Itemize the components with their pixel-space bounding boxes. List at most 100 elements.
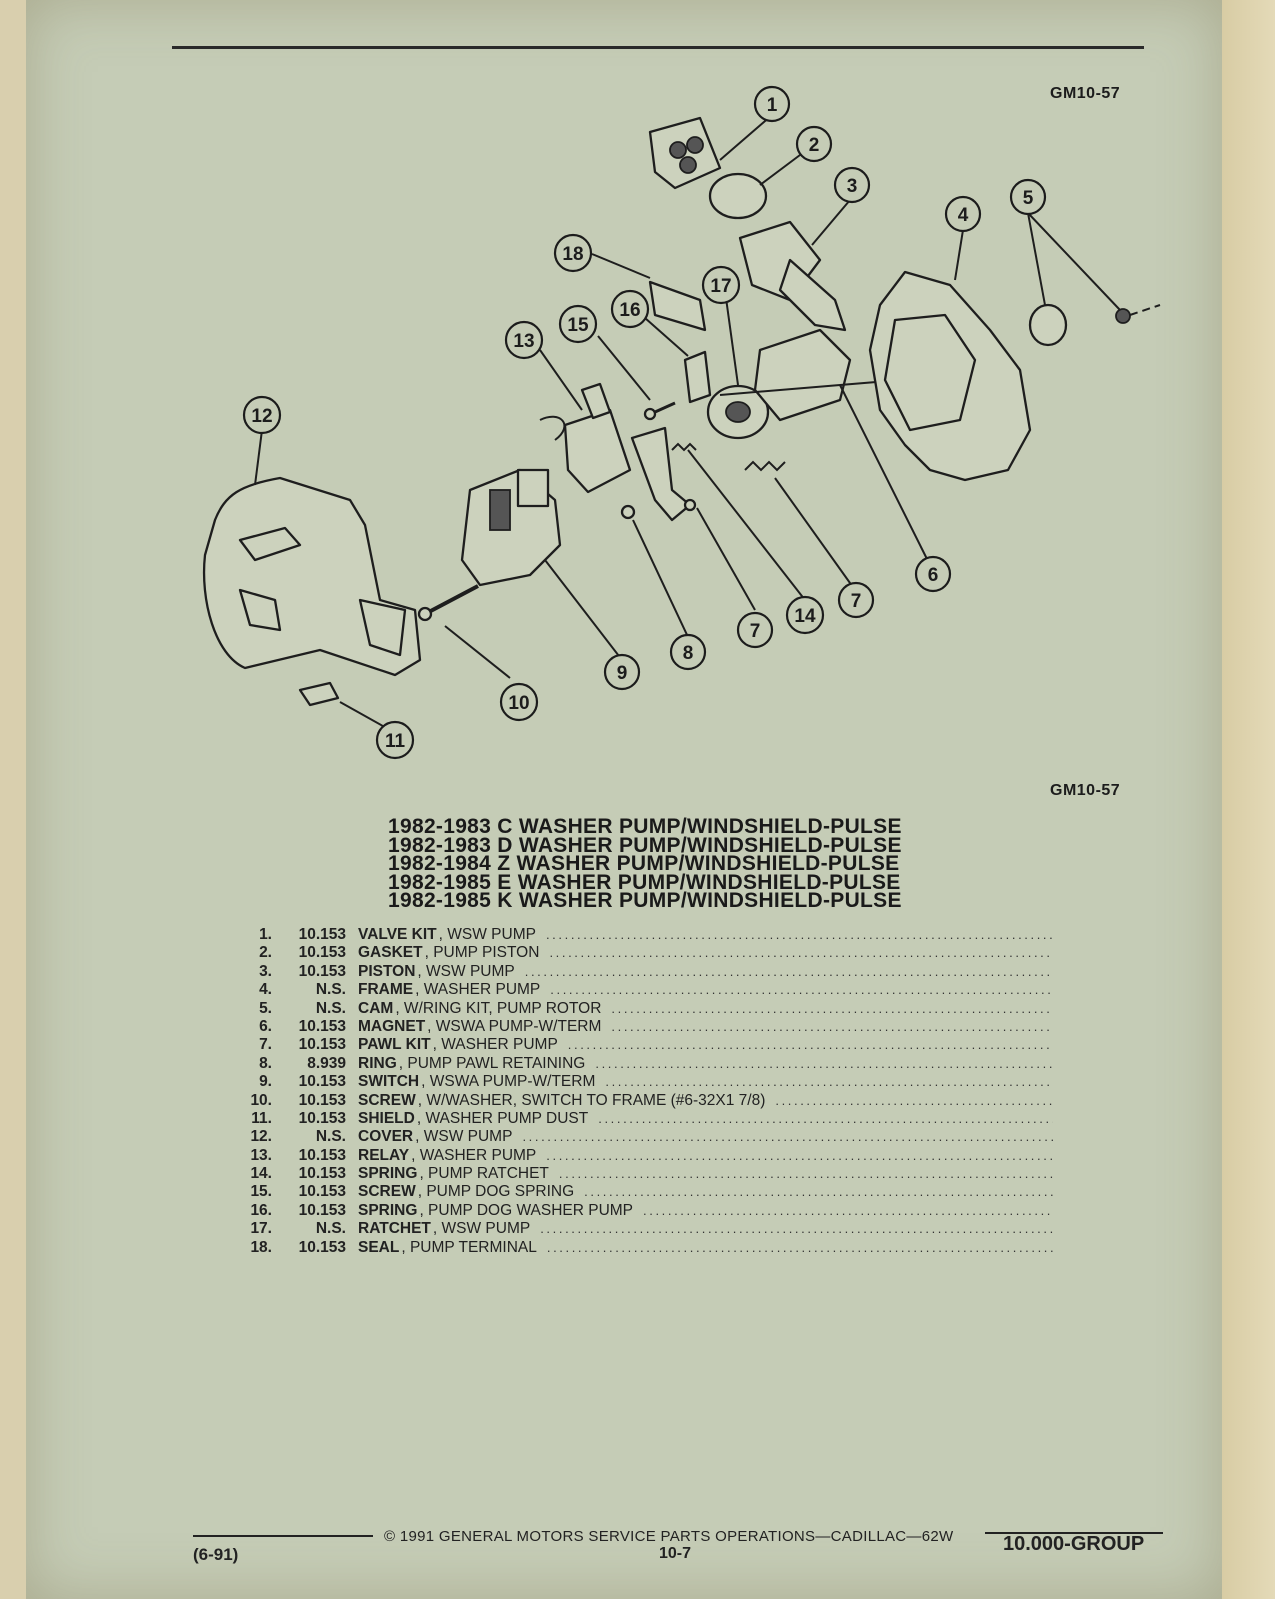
svg-text:10: 10: [508, 693, 529, 714]
part-number: 17.: [250, 1220, 272, 1238]
part-name: SWITCH: [358, 1073, 420, 1091]
svg-text:15: 15: [567, 315, 589, 336]
part-dog-screw: [643, 401, 676, 421]
footer-rule-left: [193, 1535, 373, 1537]
part-number: 14.: [250, 1165, 272, 1183]
leader-dots: [549, 945, 1053, 960]
part-description: , WSW PUMP: [432, 1220, 531, 1238]
footer-date: (6-91): [193, 1545, 239, 1564]
leader-dots: [568, 1037, 1053, 1052]
part-name: GASKET: [358, 944, 423, 962]
leader-dots: [546, 927, 1053, 942]
part-row: 10. 10.153 SCREW, W/WASHER, SWITCH TO FRAM…: [238, 1092, 1053, 1110]
part-code: 10.153: [298, 1146, 346, 1164]
part-name: COVER: [358, 1128, 414, 1146]
part-frame: [868, 270, 1032, 482]
part-name: SCREW: [358, 1091, 416, 1109]
callout-11: 11: [375, 720, 415, 760]
leader-dots: [775, 1093, 1053, 1108]
svg-text:12: 12: [251, 406, 272, 427]
part-number: 10.: [250, 1091, 272, 1109]
page-edge: [1222, 0, 1275, 1599]
leader-dots: [611, 1019, 1053, 1034]
model-title: 1982-1984 Z WASHER PUMP/WINDSHIELD-PULSE: [388, 852, 900, 876]
part-code: N.S.: [315, 999, 346, 1017]
part-cover: [202, 476, 422, 677]
part-description: , PUMP PISTON: [424, 944, 540, 962]
model-title: 1982-1985 K WASHER PUMP/WINDSHIELD-PULSE: [388, 889, 902, 913]
figure-code-bottom: GM10-57: [1050, 782, 1121, 799]
part-row: 5.N.S.CAM, W/RING KIT, PUMP ROTOR: [238, 1000, 1053, 1018]
part-number: 12.: [250, 1128, 272, 1146]
leader-dots: [546, 1148, 1053, 1163]
svg-text:6: 6: [928, 565, 939, 586]
leader-dots: [522, 1129, 1053, 1144]
part-name: RELAY: [358, 1146, 410, 1164]
part-relay: [563, 382, 632, 494]
callout-8: 8: [669, 633, 707, 671]
part-pawl-spring: [744, 460, 786, 472]
part-valve-kit: [648, 116, 722, 190]
footer-copyright: © 1991 GENERAL MOTORS SERVICE PARTS OPER…: [384, 1528, 954, 1545]
part-shield: [298, 681, 340, 707]
svg-text:7: 7: [851, 591, 862, 612]
part-description: , W/WASHER, SWITCH TO FRAME (#6-32X1 7/8…: [417, 1091, 766, 1109]
part-number: 13.: [250, 1146, 272, 1164]
callout-16: 16: [610, 289, 650, 329]
callout-17: 17: [701, 265, 741, 305]
svg-text:2: 2: [809, 135, 820, 156]
part-description: , WSW PUMP: [415, 1128, 513, 1146]
leader-dots: [611, 1001, 1053, 1016]
part-seal: [648, 280, 707, 332]
part-number: 3.: [259, 962, 272, 980]
part-description: , WASHER PUMP DUST: [416, 1109, 589, 1127]
svg-text:7: 7: [750, 621, 761, 642]
part-description: , PUMP PAWL RETAINING: [398, 1054, 586, 1072]
callout-2: 2: [795, 125, 833, 163]
figure-code-top: GM10-57: [1050, 85, 1121, 102]
svg-text:1: 1: [767, 95, 778, 116]
model-title: 1982-1983 C WASHER PUMP/WINDSHIELD-PULSE: [388, 815, 902, 838]
model-title: 1982-1985 E WASHER PUMP/WINDSHIELD-PULSE: [388, 870, 901, 894]
callout-1: 1: [753, 85, 791, 123]
svg-text:3: 3: [847, 176, 858, 197]
part-name: RATCHET: [358, 1220, 431, 1238]
callout-5: 5: [1009, 178, 1047, 216]
leader-dots: [525, 964, 1053, 979]
leader-dots: [550, 982, 1053, 997]
callout-7b: 7: [736, 611, 774, 649]
svg-text:4: 4: [958, 205, 969, 226]
part-name: VALVE KIT: [358, 926, 437, 943]
part-code: 10.153: [298, 1183, 346, 1201]
svg-text:5: 5: [1023, 188, 1034, 209]
part-row: 12. N.S. COVER, WSW PUMP: [238, 1128, 1053, 1146]
part-description: , WASHER PUMP: [411, 1146, 537, 1164]
part-switch: [460, 415, 566, 587]
svg-text:8: 8: [683, 643, 694, 664]
footer-page-number: 10-7: [659, 1545, 692, 1562]
leader-dots: [547, 1240, 1053, 1255]
footer-rule-right: [985, 1532, 1163, 1534]
part-code: 10.153: [298, 926, 346, 943]
part-dog-spring: [683, 350, 712, 404]
model-title: 1982-1983 D WASHER PUMP/WINDSHIELD-PULSE: [388, 833, 902, 857]
part-row: 4.N.S.FRAME, WASHER PUMP: [238, 981, 1053, 999]
callout-4: 4: [944, 195, 982, 233]
part-code: N.S.: [315, 1128, 346, 1146]
exploded-parts-diagram: 1 2 3 4 5 6 7 7 8 9 10 11 12 13 14 15 16…: [202, 85, 1161, 760]
part-ring: [620, 504, 636, 520]
part-spring-ratchet: [671, 442, 697, 452]
part-description: , PUMP DOG WASHER PUMP: [419, 1201, 634, 1219]
part-cam: [1028, 303, 1161, 347]
part-code: 10.153: [298, 944, 346, 962]
part-description: , WSW PUMP: [417, 962, 515, 980]
part-code: 10.153: [298, 1091, 346, 1109]
svg-text:18: 18: [562, 244, 583, 265]
